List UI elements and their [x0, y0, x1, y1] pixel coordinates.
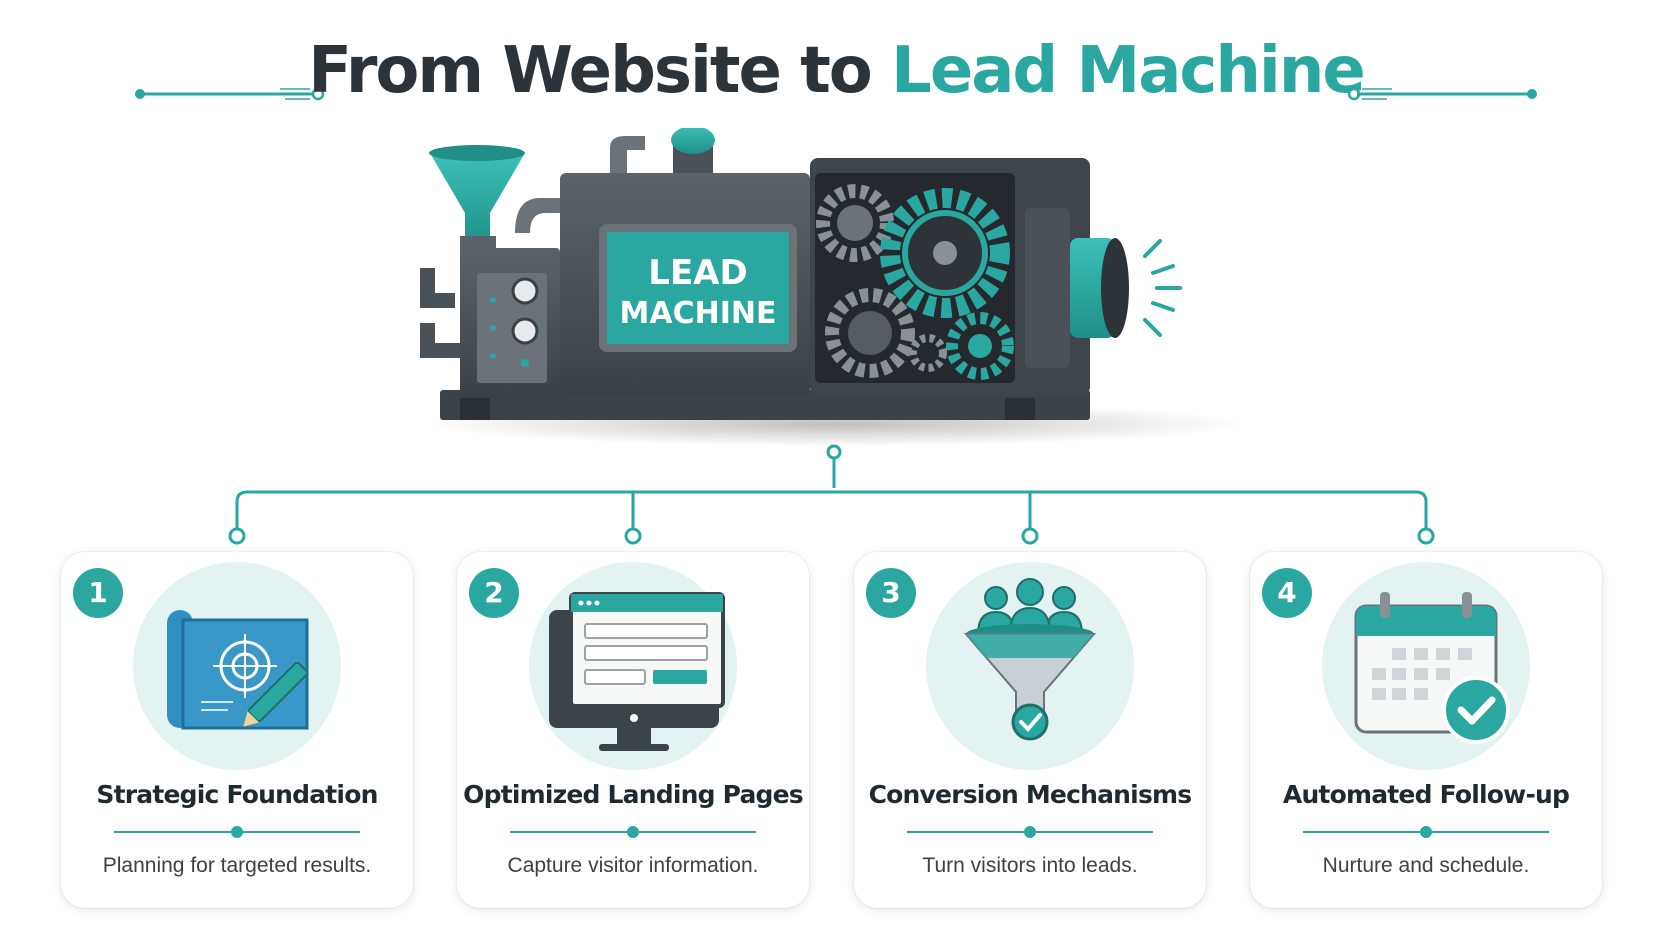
plate-line1: LEAD — [648, 253, 747, 293]
step-number-badge: 1 — [73, 568, 123, 618]
step-number-badge: 2 — [469, 568, 519, 618]
people-funnel-icon — [926, 562, 1134, 770]
step-card-4: 4 Automated Follow-up Nurture and schedu… — [1250, 552, 1602, 908]
step-title: Strategic Foundation — [96, 780, 378, 809]
step-description: Nurture and schedule. — [1322, 854, 1530, 877]
monitor-form-icon — [529, 562, 737, 770]
step-card-1: 1 Strategic Foundation Planning for targ… — [61, 552, 413, 908]
card-divider — [1303, 826, 1549, 838]
step-description: Planning for targeted results. — [102, 854, 372, 877]
right-title-decoration — [1347, 87, 1537, 101]
left-title-decoration — [135, 87, 325, 101]
card-divider — [907, 826, 1153, 838]
step-card-2: 2 Optimized Landing Pages Capture visito… — [457, 552, 809, 908]
page-title: From Website to Lead Machine — [0, 34, 1672, 108]
header: From Website to Lead Machine — [0, 26, 1672, 116]
step-card-3: 3 Conversion Mechanisms Turn visitors in… — [854, 552, 1206, 908]
step-description: Capture visitor information. — [507, 854, 759, 877]
step-title: Optimized Landing Pages — [463, 780, 804, 809]
calendar-check-icon — [1322, 562, 1530, 770]
connector-lines — [228, 444, 1435, 545]
card-divider — [114, 826, 360, 838]
lead-machine-illustration: LEAD MACHINE — [420, 128, 1245, 446]
title-main-text: From Website to — [308, 34, 892, 108]
step-description: Turn visitors into leads. — [922, 854, 1138, 877]
plate-line2: MACHINE — [620, 296, 777, 331]
step-title: Conversion Mechanisms — [868, 780, 1193, 809]
gear-icon — [816, 184, 1014, 380]
step-title: Automated Follow-up — [1282, 780, 1570, 809]
blueprint-target-icon — [133, 562, 341, 770]
card-divider — [510, 826, 756, 838]
title-accent-text: Lead Machine — [891, 34, 1366, 108]
step-number-badge: 4 — [1262, 568, 1312, 618]
step-number-badge: 3 — [866, 568, 916, 618]
